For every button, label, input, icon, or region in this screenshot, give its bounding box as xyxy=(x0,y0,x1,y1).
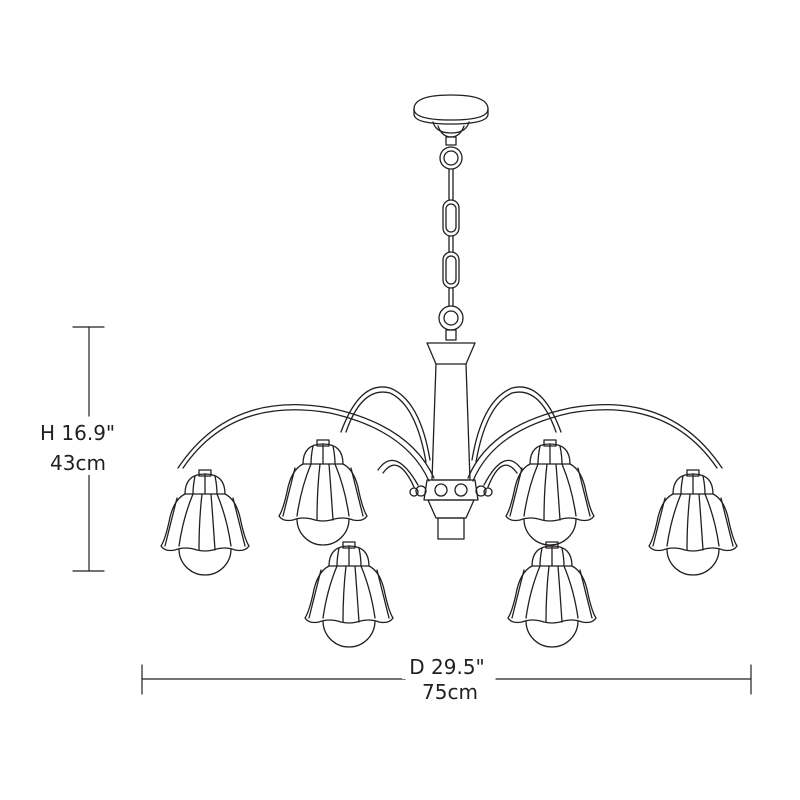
lamp-shade-outer-left xyxy=(160,469,250,576)
lamp-shade-inner-left xyxy=(278,439,368,546)
lamp-shade-lower-right xyxy=(507,541,597,648)
chain xyxy=(438,168,464,341)
height-dimension-line xyxy=(72,326,105,572)
diameter-metric-label: 75cm xyxy=(410,680,490,704)
lamp-shade-inner-right xyxy=(505,439,595,546)
lamp-shade-outer-right xyxy=(648,469,738,576)
ceiling-canopy xyxy=(413,94,489,170)
diameter-dimension-line xyxy=(141,664,752,695)
lamp-shade-lower-left xyxy=(304,541,394,648)
height-imperial-label: H 16.9" xyxy=(40,421,116,445)
central-column xyxy=(409,342,493,540)
arms xyxy=(177,386,723,488)
height-metric-label: 43cm xyxy=(50,451,106,475)
diameter-imperial-label: D 29.5" xyxy=(402,655,492,679)
